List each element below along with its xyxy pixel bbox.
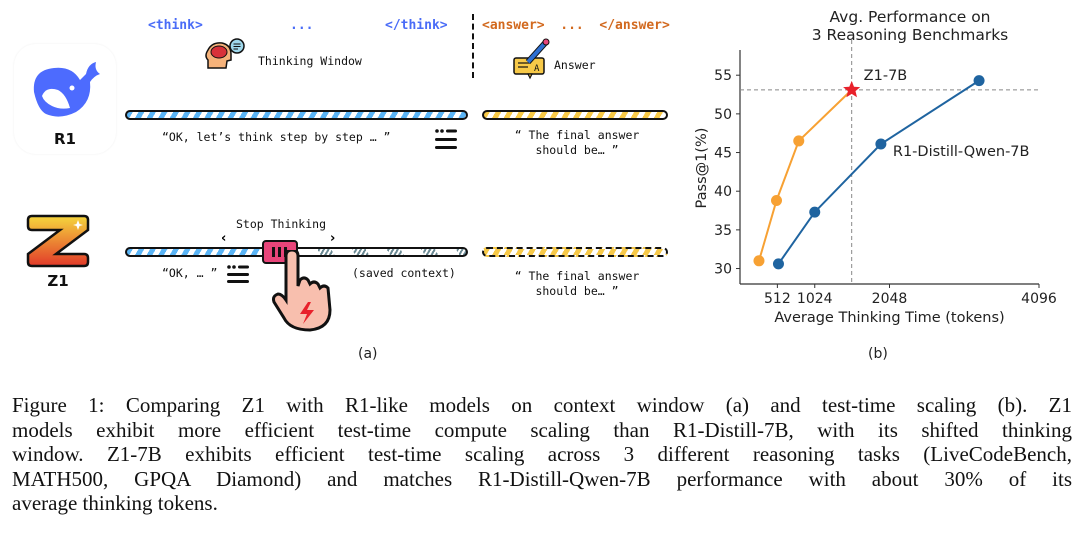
panel-b-label: (b) (868, 346, 888, 362)
pointing-hand-icon (270, 248, 340, 332)
chevron-right-icon: › (330, 231, 336, 246)
think-ellipsis: ... (290, 18, 314, 33)
x-tick-label: 2048 (872, 291, 908, 307)
annotation-r1-distill-qwen-7b: R1-Distill-Qwen-7B (893, 144, 1030, 160)
text-lines-icon (226, 264, 250, 284)
data-point-r1-distill-qwen-7b (973, 75, 985, 87)
r1-answer-text-line2: should be… ” (535, 143, 619, 157)
x-axis-label: Average Thinking Time (tokens) (774, 310, 1004, 326)
z1-thinking-text: “OK, … ” (162, 266, 218, 280)
whale-icon (24, 52, 106, 124)
y-tick-label: 50 (714, 107, 732, 123)
chart-title-line2: 3 Reasoning Benchmarks (811, 26, 1009, 44)
answer-pencil-icon: A (512, 38, 552, 80)
y-tick-label: 45 (714, 146, 732, 162)
caption-line: MATH500, GPQA Diamond) and matches R1-Di… (12, 466, 1072, 491)
r1-answer-bar (482, 110, 668, 120)
data-point-z1-7b (770, 194, 782, 206)
chart-title-line1: Avg. Performance on (829, 8, 991, 26)
z1-thinking-bar (125, 247, 270, 257)
r1-logo-card: R1 (14, 44, 116, 154)
series-line-r1-distill-qwen-7b (777, 79, 980, 265)
data-point-r1-distill-qwen-7b (875, 138, 887, 150)
data-point-z1-7b (793, 135, 805, 147)
r1-answer-text: “ The final answer should be… ” (497, 128, 657, 158)
think-answer-divider (472, 14, 474, 78)
star-marker-z1-7b (843, 80, 861, 98)
r1-answer-text-line1: “ The final answer (514, 128, 640, 142)
panel-a-label: (a) (358, 346, 378, 362)
y-tick-label: 30 (714, 262, 732, 278)
r1-thinking-text: “OK, let’s think step by step … ” (162, 130, 391, 144)
text-lines-icon (434, 128, 458, 154)
data-point-r1-distill-qwen-7b (772, 258, 784, 270)
caption-line: models exhibit more efficient test-time … (12, 417, 1072, 442)
caption-line: average thinking tokens. (12, 491, 218, 515)
data-point-z1-7b (753, 255, 765, 267)
caption-line: Figure 1: Comparing Z1 with R1-like mode… (12, 393, 1072, 417)
think-open-tag: <think> (148, 18, 203, 33)
z1-answer-bar (482, 247, 668, 257)
chevron-left-icon: ‹ (221, 231, 227, 246)
thinking-window-label: Thinking Window (258, 54, 362, 68)
answer-tags: <answer> ... </answer> (482, 18, 670, 33)
brain-head-icon (204, 38, 246, 74)
y-axis-label: Pass@1(%) (694, 128, 710, 209)
r1-model-label: R1 (54, 130, 76, 148)
y-tick-label: 35 (714, 223, 732, 239)
chart-title: Avg. Performance on 3 Reasoning Benchmar… (760, 8, 1060, 44)
x-tick-label: 4096 (1021, 291, 1057, 307)
stop-thinking-label: Stop Thinking (236, 217, 327, 231)
x-tick-label: 512 (764, 291, 791, 307)
think-close-tag: </think> (385, 18, 448, 33)
annotation-z1-7b: Z1-7B (864, 68, 908, 84)
z1-logo-icon (26, 212, 90, 268)
y-tick-label: 55 (714, 68, 732, 84)
series-line-z1-7b (758, 89, 853, 262)
z1-answer-text-line1: “ The final answer (514, 269, 640, 283)
z1-model-label: Z1 (47, 272, 69, 290)
y-tick-label: 40 (714, 184, 732, 200)
z1-answer-text: “ The final answer should be… ” (497, 269, 657, 299)
svg-text:A: A (534, 64, 540, 74)
caption-line: window. Z1-7B exhibits efficient test-ti… (12, 442, 1072, 466)
figure-caption: Figure 1: Comparing Z1 with R1-like mode… (12, 393, 1072, 516)
z1-answer-text-line2: should be… ” (535, 284, 619, 298)
x-tick-label: 1024 (797, 291, 833, 307)
r1-thinking-bar (125, 110, 468, 120)
data-point-r1-distill-qwen-7b (809, 206, 821, 218)
answer-label: Answer (554, 58, 596, 72)
saved-context-text: (saved context) (352, 266, 456, 280)
